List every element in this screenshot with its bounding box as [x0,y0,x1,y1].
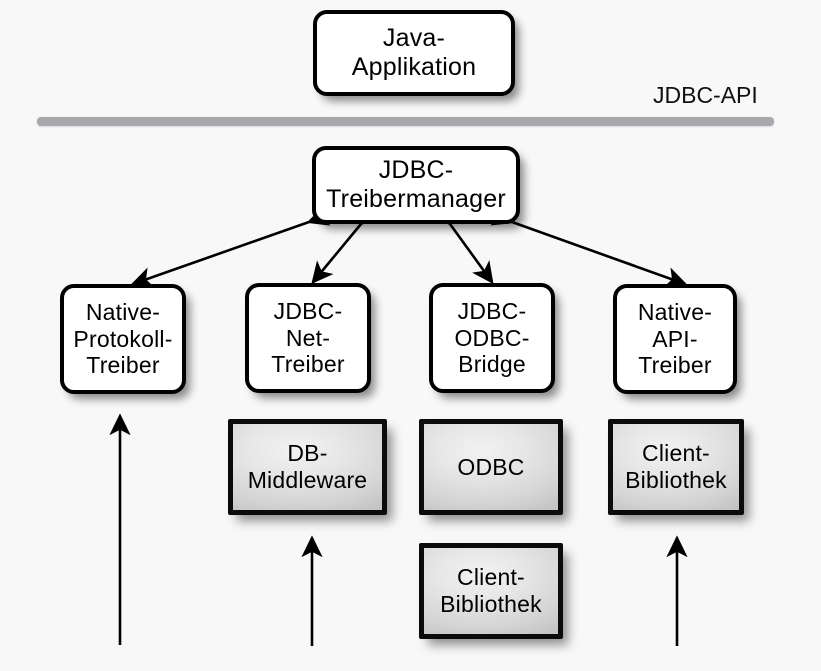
jdbc-api-caption: JDBC-API [653,82,758,108]
node-client-bibliothek-odbc: Client- Bibliothek [419,543,563,639]
node-native-protokoll-treiber-label: Native- Protokoll- Treiber [73,298,173,379]
node-client-bibliothek-native: Client- Bibliothek [608,419,744,515]
node-native-protokoll-treiber: Native- Protokoll- Treiber [60,284,186,394]
node-jdbc-odbc-bridge: JDBC- ODBC- Bridge [429,283,555,393]
jdbc-api-separator-bar [37,117,774,126]
node-client-bibliothek-odbc-label: Client- Bibliothek [440,564,542,617]
node-java-application-label: Java- Applikation [351,24,477,81]
node-jdbc-net-treiber: JDBC- Net- Treiber [245,283,371,393]
node-db-middleware: DB- Middleware [228,419,387,515]
node-client-bibliothek-native-label: Client- Bibliothek [625,440,727,493]
node-odbc: ODBC [419,419,563,515]
node-jdbc-drivermanager: JDBC- Treibermanager [312,146,520,224]
link-drivermanager-jdbc-odbc-bridge [430,202,494,285]
node-jdbc-drivermanager-label: JDBC- Treibermanager [326,156,506,213]
node-db-middleware-label: DB- Middleware [247,440,368,493]
node-jdbc-net-treiber-label: JDBC- Net- Treiber [271,297,345,378]
node-native-api-treiber-label: Native- API- Treiber [637,298,713,379]
link-drivermanager-native-protokoll [130,205,331,288]
link-drivermanager-native-api [490,205,688,288]
link-drivermanager-jdbc-net [311,202,382,285]
node-native-api-treiber: Native- API- Treiber [613,284,737,394]
node-java-application: Java- Applikation [313,10,515,96]
node-jdbc-odbc-bridge-label: JDBC- ODBC- Bridge [454,297,530,378]
node-odbc-label: ODBC [457,453,525,480]
